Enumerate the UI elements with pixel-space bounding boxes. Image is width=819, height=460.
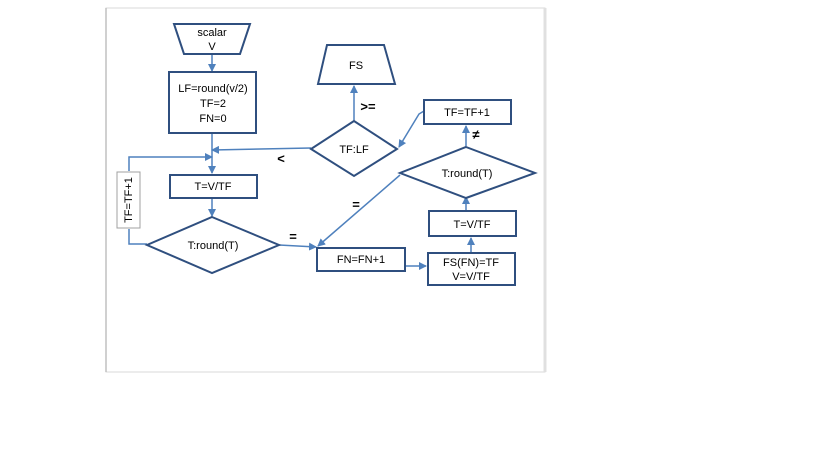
edge-label-eq-inner: = — [352, 197, 360, 212]
edge-label-lt: < — [277, 151, 285, 166]
increment-inner-label: TF=TF+1 — [444, 107, 490, 119]
edge-check-ne-to-sidebox — [128, 229, 147, 245]
output-label: FS — [349, 60, 363, 72]
divide-main-node — [169, 174, 258, 199]
check-inner-label: T:round(T) — [442, 168, 493, 180]
store-factor-node — [427, 252, 516, 286]
divide-main-label: T=V/TF — [195, 181, 232, 193]
edge-check-eq-to-fn — [278, 242, 317, 251]
edge-check-inner-eq-to-fn — [317, 174, 401, 247]
init-label-line2: TF=2 — [200, 98, 226, 110]
check-inner-node — [397, 145, 538, 200]
divide-inner-label: T=V/TF — [454, 219, 491, 231]
input-node — [172, 23, 252, 55]
edges — [128, 55, 475, 270]
increment-fn-node — [316, 247, 406, 272]
edge-label-ge: >= — [360, 99, 376, 114]
nodes — [144, 23, 538, 286]
edge-label-eq-main: = — [289, 229, 297, 244]
increment-side-node — [116, 171, 141, 229]
input-label-line2: V — [208, 41, 216, 53]
output-node — [316, 44, 397, 85]
init-label-line1: LF=round(v/2) — [178, 83, 247, 95]
check-main-label: T:round(T) — [188, 240, 239, 252]
store-factor-label-line2: V=V/TF — [452, 271, 490, 283]
init-label-line3: FN=0 — [199, 113, 226, 125]
divide-inner-node — [428, 210, 517, 237]
check-main-node — [144, 215, 282, 275]
compare-node — [309, 119, 399, 178]
edge-compare-lt-loop — [211, 145, 312, 154]
increment-side-label: TF=TF+1 — [123, 177, 135, 223]
input-label-line1: scalar — [197, 27, 227, 39]
init-node — [168, 71, 257, 134]
edge-inc-to-compare — [398, 110, 425, 148]
increment-inner-node — [423, 99, 512, 125]
increment-fn-label: FN=FN+1 — [337, 254, 385, 266]
edge-label-ne: ≠ — [472, 127, 479, 142]
compare-label: TF:LF — [339, 144, 369, 156]
store-factor-label-line1: FS(FN)=TF — [443, 257, 499, 269]
edge-sidebox-to-loop — [128, 153, 213, 171]
